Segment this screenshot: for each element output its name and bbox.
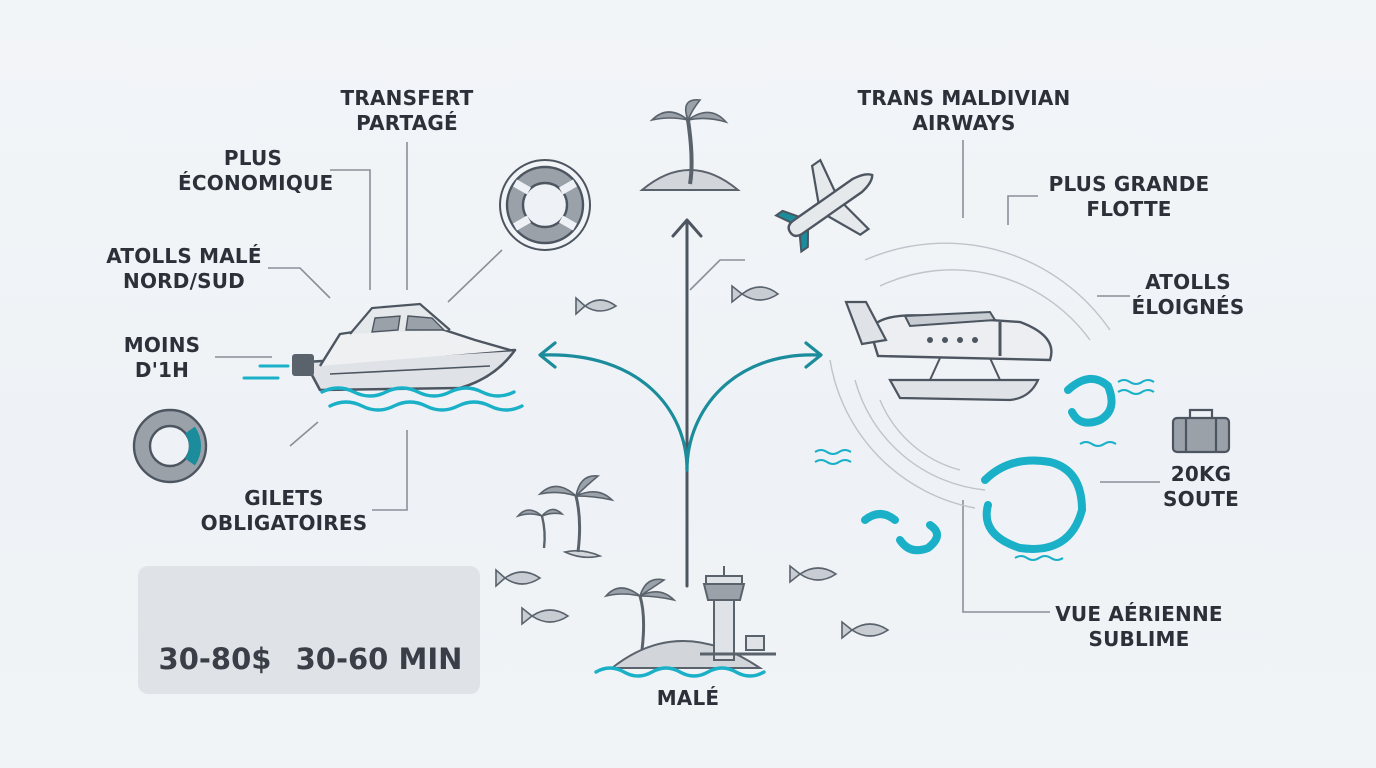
speedboat-icon: [242, 302, 517, 392]
palm-island-icon: [639, 99, 741, 191]
route-arrows: [538, 218, 823, 588]
duration-stat: 30-60 MIN: [295, 642, 463, 676]
palm-trees-icon: [515, 475, 615, 559]
lifebuoy-icon: [499, 159, 591, 251]
leader-lines-right: [689, 140, 1160, 613]
fish-icon: [495, 284, 890, 640]
price-stat: 30-80$: [158, 642, 272, 676]
leader-lines-left: [215, 142, 503, 511]
atoll-waves: [814, 379, 1155, 561]
control-tower-icon: [700, 566, 776, 661]
boat-waves: [320, 386, 524, 412]
atoll-icon: [861, 375, 1116, 555]
male-waves: [594, 666, 766, 678]
seaplane-icon: [844, 300, 1053, 402]
airplane-icon: [774, 158, 874, 254]
suitcase-icon: [1171, 408, 1231, 454]
label-male: MALÉ: [656, 686, 720, 710]
lifebuoy-icon: [132, 408, 208, 484]
male-island-icon: [603, 578, 764, 669]
radar-rings: [829, 242, 1111, 509]
stats-card: [138, 566, 480, 694]
